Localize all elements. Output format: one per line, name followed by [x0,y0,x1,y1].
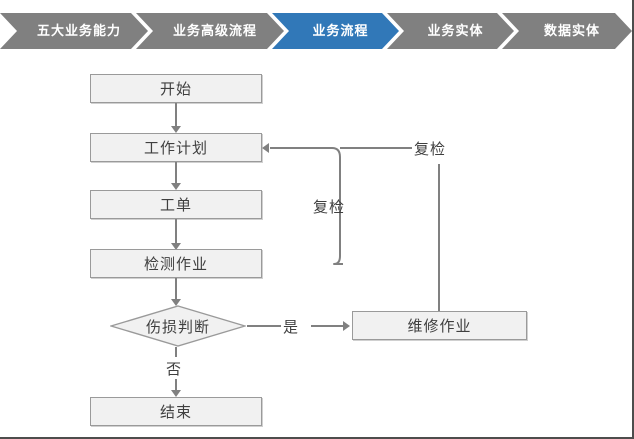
edge-label-yes: 是 [283,318,300,336]
flow-node-end[interactable]: 结束 [90,397,262,426]
flow-node-repair-label: 维修作业 [407,317,472,335]
flow-node-work-plan-label: 工作计划 [143,139,208,157]
flow-node-start-label: 开始 [159,80,192,98]
arrowhead-inspection-to-decision [171,299,181,306]
flow-node-end-label: 结束 [159,403,192,421]
connector-work-order-to-inspection [175,219,177,244]
connector-start-to-work-plan [175,103,177,127]
arrowhead-work-plan-to-work-order [171,183,181,190]
flow-node-damage-decision-label: 伤损判断 [145,317,210,336]
breadcrumb-item-2-label: 业务高级流程 [172,23,257,39]
flow-node-work-plan[interactable]: 工作计划 [90,133,262,162]
arrowhead-decision-to-end [171,390,181,397]
breadcrumb-item-1-label: 五大业务能力 [36,23,121,39]
edge-label-no: 否 [166,360,183,378]
breadcrumb-item-5-label: 数据实体 [543,23,600,39]
connector-decision-no-segment-1 [175,347,177,357]
connector-recheck-outer-horizontal [340,147,440,149]
flow-node-work-order-label: 工单 [159,196,192,214]
connector-decision-yes-segment-2 [311,325,344,327]
flow-node-work-order[interactable]: 工单 [90,190,262,219]
connector-decision-yes-segment-1 [247,325,281,327]
breadcrumb-item-4-label: 业务实体 [427,23,484,39]
flow-node-damage-decision[interactable]: 伤损判断 [110,305,246,347]
arrowhead-start-to-work-plan [171,126,181,133]
flow-node-inspection-label: 检测作业 [143,255,208,273]
flow-node-start[interactable]: 开始 [90,74,262,103]
flow-node-inspection[interactable]: 检测作业 [90,249,262,278]
breadcrumb-item-4[interactable]: 业务实体 [387,13,514,49]
breadcrumb-item-1[interactable]: 五大业务能力 [0,13,148,49]
flow-node-repair[interactable]: 维修作业 [352,311,527,340]
breadcrumb-item-3-active[interactable]: 业务流程 [272,13,399,49]
diamond-shape-icon [110,305,246,347]
breadcrumb: 五大业务能力 业务高级流程 业务流程 业务实体 数据实体 [0,13,634,49]
arrowhead-work-order-to-inspection [171,243,181,250]
connector-inspection-to-decision [175,278,177,300]
breadcrumb-item-5[interactable]: 数据实体 [502,13,632,49]
breadcrumb-item-2[interactable]: 业务高级流程 [136,13,284,49]
connector-recheck-outer-vertical [438,164,440,311]
arrowhead-recheck-inner-to-work-plan [262,143,269,153]
connector-decision-no-segment-2 [175,379,177,391]
connector-work-plan-to-work-order [175,162,177,184]
breadcrumb-item-3-label: 业务流程 [312,23,369,39]
arrowhead-decision-to-repair [343,321,350,331]
connector-recheck-inner-path [270,147,343,265]
edge-label-recheck-inner: 复检 [313,198,346,216]
edge-label-recheck-outer: 复检 [412,138,449,159]
